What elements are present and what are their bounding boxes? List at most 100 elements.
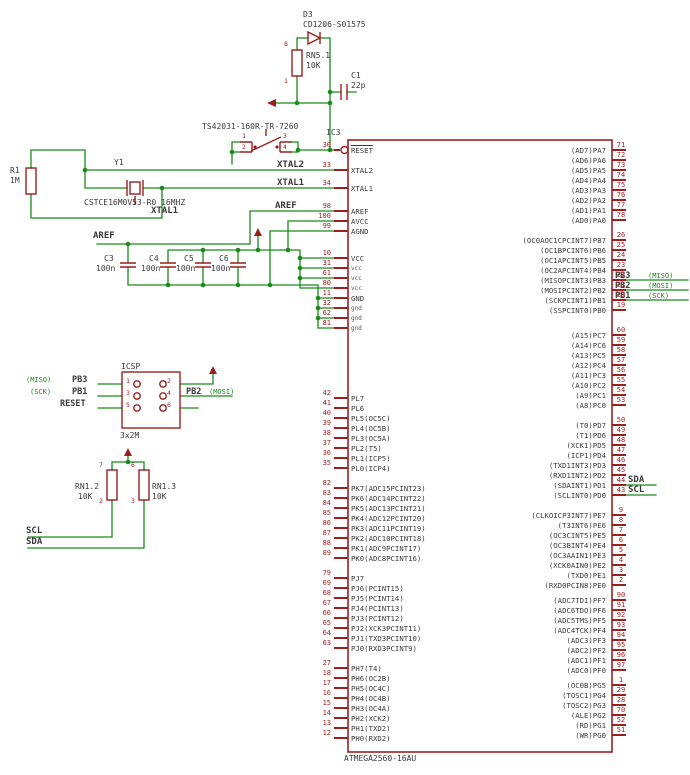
ic-pin-name: (OC3AAIN1)PE3 (548, 550, 606, 560)
resistor-rn12-symbol[interactable] (106, 469, 118, 501)
ic-pin-stub (334, 667, 348, 669)
rn5-pin-number: 8 (284, 40, 288, 48)
ic-pin-name: gnd (351, 324, 362, 332)
ic-pin-number: 92 (616, 610, 626, 619)
ic-pin-stub (612, 494, 626, 496)
capacitor-c4-symbol[interactable] (160, 262, 176, 268)
capacitor-c1-symbol[interactable] (340, 84, 348, 100)
resistor-rn13-symbol[interactable] (138, 469, 150, 501)
ic-pin-number: 32 (322, 298, 331, 307)
ic-pin-name: (ADC7TDI)PF7 (553, 595, 606, 605)
resistor-rn5-symbol[interactable] (291, 49, 303, 77)
ic-pin-stub (612, 334, 626, 336)
c1-value-label: 22p (351, 81, 366, 90)
ic-pin-name: PL2(T5) (351, 443, 382, 453)
diode-d3-symbol[interactable] (307, 30, 322, 46)
ic-pin-name: (AD6)PA6 (570, 155, 606, 165)
ic-pin-name: (OC3BINT4)PE4 (548, 540, 606, 550)
ic-pin-number: 97 (616, 660, 626, 669)
ic-pin-number: 89 (322, 548, 331, 557)
ic-pin-name: PL3(OC5A) (351, 433, 391, 443)
icsp-header-symbol[interactable] (121, 371, 181, 429)
net-label-pb3: PB3 (615, 271, 631, 281)
icsp-ref-label: ICSP (121, 362, 141, 371)
ic-pin-number: 33 (322, 160, 331, 169)
ic-pin-number: 74 (616, 170, 626, 179)
ic-pin-stub (612, 544, 626, 546)
capacitor-c6-symbol[interactable] (230, 262, 246, 268)
ic-pin-stub (612, 714, 626, 716)
ic-pin-number: 83 (322, 488, 331, 497)
ic-pin-number: 40 (322, 408, 331, 417)
capacitor-c3-symbol[interactable] (120, 262, 136, 268)
ic-pin-stub (612, 684, 626, 686)
rn12-pin-number: 2 (99, 497, 103, 505)
ic-pin-number: 85 (322, 508, 331, 517)
ic-pin-name: GND (351, 293, 365, 303)
net-label-mosi-left: (MOSI) (209, 388, 235, 396)
ic-pin-stub (334, 727, 348, 729)
ic-pin-name: AREF (351, 206, 369, 216)
ic-pin-stub (612, 484, 626, 486)
ic-pin-name: PJ0(RXD3PCINT9) (351, 643, 417, 653)
ic-pin-number: 65 (322, 618, 331, 627)
ic-pin-number: 29 (616, 685, 626, 694)
ic-pin-number: 70 (616, 705, 626, 714)
ic-pin-number: 63 (322, 638, 331, 647)
ic-pin-stub (334, 169, 348, 171)
ic-pin-stub (612, 259, 626, 261)
ic-pin-number: 50 (616, 415, 626, 424)
ic-pin-stub (334, 437, 348, 439)
y1-ref-label: Y1 (114, 158, 124, 167)
ic-pin-name: (RXD0PCIN8)PE0 (544, 580, 606, 590)
ic-pin-number: 52 (616, 715, 626, 724)
ic-pin-number: 53 (616, 395, 626, 404)
crystal-y1-symbol[interactable] (126, 180, 144, 205)
ic-pin-stub (612, 354, 626, 356)
ic-pin-stub (334, 467, 348, 469)
ic-pin-name: (AD5)PA5 (570, 165, 606, 175)
ic-pin-number: 54 (616, 385, 626, 394)
ic-pin-stub (334, 537, 348, 539)
ic-pin-number: 24 (616, 250, 626, 259)
ic-pin-name: PH1(TXD2) (351, 723, 391, 733)
ic-pin-stub (334, 577, 348, 579)
ic-pin-number: 28 (616, 695, 626, 704)
ic-pin-number: 72 (616, 150, 626, 159)
ic-pin-stub (334, 297, 348, 299)
ic-pin-number: 60 (616, 325, 626, 334)
ic-pin-stub (334, 220, 348, 222)
net-label-xtal2: XTAL2 (277, 160, 305, 170)
ic-pin-stub (612, 474, 626, 476)
ic-pin-stub (334, 687, 348, 689)
ic-pin-name: (MISOPCINT3)PB3 (540, 275, 606, 285)
r1-value-label: 1M (10, 176, 20, 185)
c5-value-label: 100n (176, 264, 196, 273)
ic-pin-stub (334, 507, 348, 509)
ic-atmega2560-body[interactable] (340, 139, 613, 753)
ic-pin-number: 98 (322, 201, 331, 210)
ic-pin-stub (334, 607, 348, 609)
ic-pin-name: (A9)PC1 (575, 390, 606, 400)
ic-pin-number: 17 (322, 678, 331, 687)
ic-pin-stub (334, 547, 348, 549)
resistor-r1-symbol[interactable] (25, 167, 37, 195)
ic-pin-name: (OC3CINT5)PE5 (548, 530, 606, 540)
capacitor-c5-symbol[interactable] (195, 262, 211, 268)
ic-pin-name: (RD)PG1 (575, 720, 606, 730)
ic-pin-number: 38 (322, 428, 331, 437)
ic-pin-number: 36 (322, 448, 331, 457)
ic-pin-stub (612, 424, 626, 426)
ic-pin-name: (CLKOICP3INT7)PE7 (531, 510, 606, 520)
ic-pin-name: PL5(OC5C) (351, 413, 391, 423)
icsp-pin-number: 4 (167, 389, 171, 397)
rn13-pin-number: 3 (131, 497, 135, 505)
ic-pin-name: AVCC (351, 216, 369, 226)
net-label-scl: SCL (628, 485, 645, 495)
net-label-icsp-pb2: PB2 (186, 387, 202, 397)
net-label-aref: AREF (275, 201, 297, 211)
reset-switch-symbol[interactable] (240, 129, 292, 153)
c5-ref-label: C5 (184, 254, 194, 263)
net-label-sck-left: (SCK) (30, 388, 52, 396)
